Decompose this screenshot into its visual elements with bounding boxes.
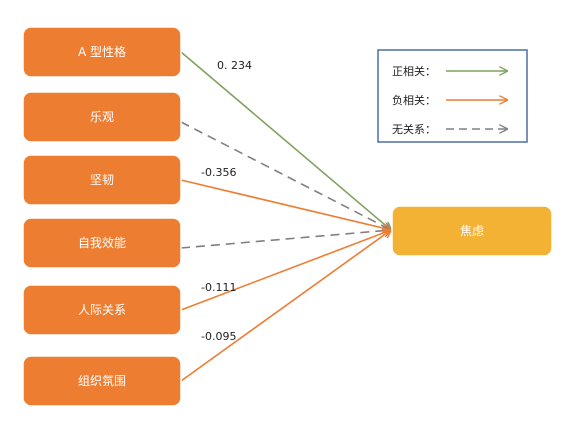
edges	[180, 51, 391, 382]
edge-resilience-to-anxiety	[180, 179, 391, 230]
legend-item-positive: 正相关：	[392, 64, 507, 78]
edge-self-efficacy-to-anxiety	[180, 230, 391, 249]
node-box	[391, 205, 553, 257]
node-climate: 组织氛围	[22, 355, 182, 407]
edge-label-climate: -0.095	[201, 330, 236, 343]
legend: 正相关： 负相关： 无关系：	[377, 49, 528, 143]
node-type-a: A 型性格	[22, 26, 182, 78]
node-box	[22, 91, 182, 143]
node-label: 人际关系	[78, 303, 126, 317]
legend-label: 正相关：	[392, 64, 436, 78]
node-interpersonal: 人际关系	[22, 284, 182, 336]
node-label: 自我效能	[78, 235, 126, 250]
edge-interpersonal-to-anxiety	[180, 230, 391, 311]
edge-type-a-to-anxiety	[180, 51, 391, 230]
legend-item-none: 无关系：	[392, 122, 507, 136]
legend-label: 负相关：	[392, 93, 436, 107]
edge-label-type-a: 0. 234	[217, 59, 252, 72]
node-label: 焦虑	[460, 224, 484, 238]
node-label: 乐观	[90, 110, 114, 124]
edge-labels: 0. 234 -0.356 -0.111 -0.095	[201, 59, 252, 343]
edge-label-resilience: -0.356	[201, 166, 236, 179]
legend-item-negative: 负相关：	[392, 93, 507, 107]
node-box	[22, 217, 182, 269]
edge-optimism-to-anxiety	[180, 121, 391, 230]
node-label: 坚韧	[90, 173, 114, 187]
edge-label-interpersonal: -0.111	[201, 281, 236, 294]
node-anxiety: 焦虑	[391, 205, 553, 257]
node-self-efficacy: 自我效能	[22, 217, 182, 269]
node-box	[22, 154, 182, 206]
node-box	[22, 284, 182, 336]
node-label: 组织氛围	[78, 374, 126, 388]
node-resilience: 坚韧	[22, 154, 182, 206]
node-box	[22, 26, 182, 78]
node-optimism: 乐观	[22, 91, 182, 143]
node-label: A 型性格	[78, 44, 126, 59]
edge-climate-to-anxiety	[180, 230, 391, 382]
legend-label: 无关系：	[392, 122, 436, 136]
node-box	[22, 355, 182, 407]
